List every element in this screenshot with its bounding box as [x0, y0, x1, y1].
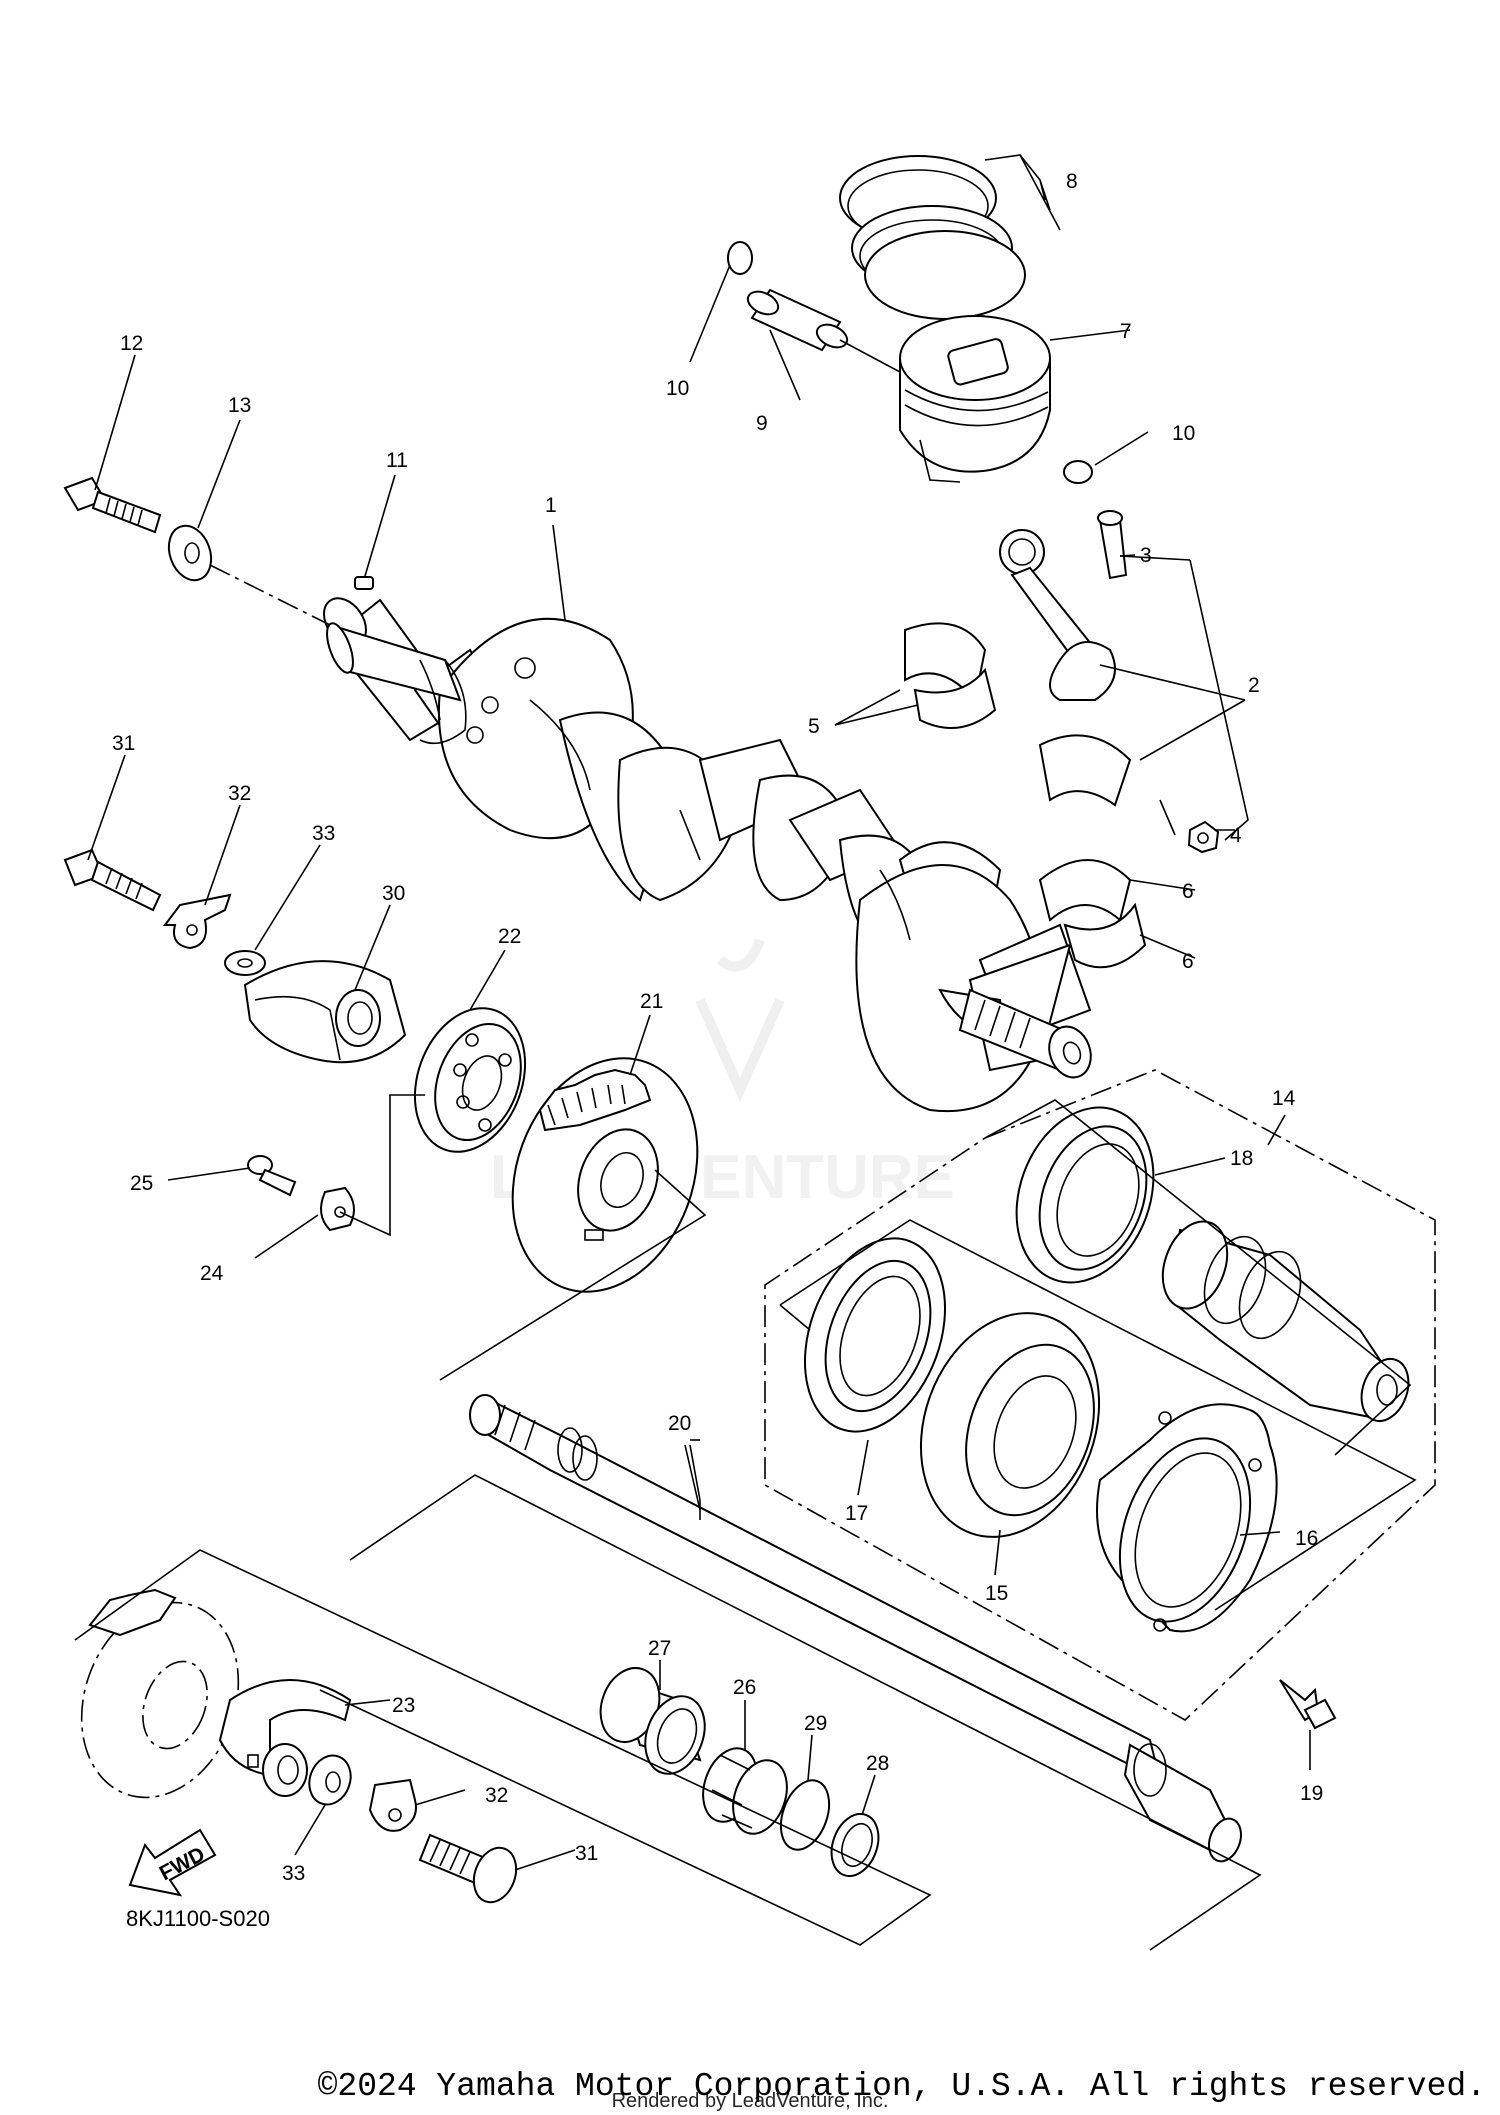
group-outline-shaft: [349, 1474, 1262, 1951]
guide-line-bolt-crank: [209, 564, 331, 626]
callout-27[interactable]: 27: [648, 1637, 671, 1660]
crank-bolt[interactable]: [63, 476, 162, 534]
retainer-plate[interactable]: [320, 1186, 355, 1232]
fwd-arrow: FWD: [128, 1828, 217, 1897]
bearing-housing[interactable]: [1096, 1403, 1278, 1640]
needle-bearing[interactable]: [694, 1741, 797, 1842]
housing-bolt[interactable]: [1279, 1679, 1337, 1730]
ball-bearing[interactable]: [396, 993, 544, 1168]
crankshaft-taper[interactable]: [322, 620, 467, 745]
callout-14[interactable]: 14: [1272, 1087, 1296, 1110]
piston-rings[interactable]: [839, 155, 1026, 320]
rod-bolt[interactable]: [1097, 510, 1128, 580]
callout-31-lower[interactable]: 31: [575, 1842, 598, 1865]
callout-32-lower[interactable]: 32: [485, 1784, 508, 1807]
bearing-large[interactable]: [891, 1288, 1129, 1562]
watermark-logo-mark: [695, 938, 785, 1103]
callout-8[interactable]: 8: [1066, 170, 1078, 193]
washer-lower[interactable]: [303, 1750, 358, 1811]
bolt-lower[interactable]: [418, 1833, 523, 1908]
drive-gear[interactable]: [481, 1032, 728, 1318]
balancer-weight[interactable]: [243, 960, 407, 1064]
piston-pin[interactable]: [744, 287, 901, 373]
crankshaft-output-spline[interactable]: [958, 988, 1098, 1083]
callout-11[interactable]: 11: [386, 449, 408, 472]
lock-plate-upper[interactable]: [163, 893, 232, 950]
callout-7[interactable]: 7: [1120, 320, 1132, 343]
circlip-shaft[interactable]: [772, 1774, 838, 1857]
group-outline-bearing17: [779, 1219, 1417, 1611]
callout-33-upper[interactable]: 33: [312, 822, 335, 845]
woodruff-key[interactable]: [354, 576, 374, 590]
collar[interactable]: [591, 1660, 715, 1782]
callout-1[interactable]: 1: [545, 494, 557, 517]
callout-22[interactable]: 22: [498, 925, 521, 948]
diagram-code: 8KJ1100-S020: [126, 1906, 270, 1931]
callout-2[interactable]: 2: [1248, 674, 1260, 697]
callout-30[interactable]: 30: [382, 882, 405, 905]
output-collar-shaft[interactable]: [1151, 1212, 1416, 1427]
circlip-lower[interactable]: [1063, 460, 1093, 484]
callout-28[interactable]: 28: [866, 1752, 889, 1775]
group-outline-14: [764, 1069, 1436, 1721]
callout-16[interactable]: 16: [1295, 1527, 1318, 1550]
screw[interactable]: [247, 1155, 297, 1197]
connecting-rod[interactable]: [999, 529, 1132, 807]
callout-33-lower[interactable]: 33: [282, 1862, 305, 1885]
big-end-bearings[interactable]: [904, 622, 997, 729]
oil-seal-small[interactable]: [780, 1219, 971, 1451]
rod-nut[interactable]: [1187, 820, 1220, 854]
callout-26[interactable]: 26: [733, 1676, 756, 1699]
callout-12[interactable]: 12: [120, 332, 143, 355]
callout-3[interactable]: 3: [1140, 544, 1152, 567]
callout-18[interactable]: 18: [1230, 1147, 1253, 1170]
callout-numbers: 1 2 3 4 5 6 6 7 8 9 10 10 11 12 13 14 15…: [112, 170, 1323, 1885]
group-outline-lower: [74, 1549, 932, 1946]
balancer-weight-lower[interactable]: [218, 1679, 352, 1797]
exploded-parts-diagram: LEADVENTURE: [63, 154, 1436, 1951]
callout-4[interactable]: 4: [1230, 824, 1242, 847]
output-shaft[interactable]: [469, 1394, 1247, 1866]
copyright-notice: ©2024 Yamaha Motor Corporation, U.S.A. A…: [317, 2068, 1486, 2105]
callout-9[interactable]: 9: [756, 412, 768, 435]
group-outline-gear: [439, 1169, 707, 1381]
bolt-upper-left[interactable]: [63, 848, 162, 912]
callout-32-upper[interactable]: 32: [228, 782, 251, 805]
callout-6-lower[interactable]: 6: [1182, 950, 1194, 973]
piston[interactable]: [899, 315, 1051, 483]
callout-15[interactable]: 15: [985, 1582, 1008, 1605]
callout-13[interactable]: 13: [228, 394, 251, 417]
callout-25[interactable]: 25: [130, 1172, 153, 1195]
callout-10-left[interactable]: 10: [666, 377, 689, 400]
callout-23[interactable]: 23: [392, 1694, 415, 1717]
group-outline-seal18: [984, 1099, 1412, 1456]
callout-5[interactable]: 5: [808, 715, 820, 738]
callout-6-upper[interactable]: 6: [1182, 880, 1194, 903]
lock-plate-lower[interactable]: [368, 1778, 417, 1832]
callout-19[interactable]: 19: [1300, 1782, 1323, 1805]
washer-upper[interactable]: [224, 950, 266, 976]
callout-24[interactable]: 24: [200, 1262, 224, 1285]
circlip-upper[interactable]: [727, 241, 753, 275]
oil-seal-large[interactable]: [993, 1088, 1177, 1302]
leader-lines: [87, 154, 1311, 1871]
callout-21[interactable]: 21: [640, 990, 663, 1013]
callout-29[interactable]: 29: [804, 1712, 827, 1735]
crank-washer[interactable]: [162, 520, 219, 586]
main-bearings[interactable]: [1038, 859, 1147, 969]
callout-10-right[interactable]: 10: [1172, 422, 1195, 445]
crankshaft[interactable]: [315, 590, 1092, 1113]
callout-17[interactable]: 17: [845, 1502, 868, 1525]
callout-31-upper[interactable]: 31: [112, 732, 135, 755]
callout-20[interactable]: 20: [668, 1412, 691, 1435]
thrust-ring[interactable]: [823, 1807, 886, 1882]
